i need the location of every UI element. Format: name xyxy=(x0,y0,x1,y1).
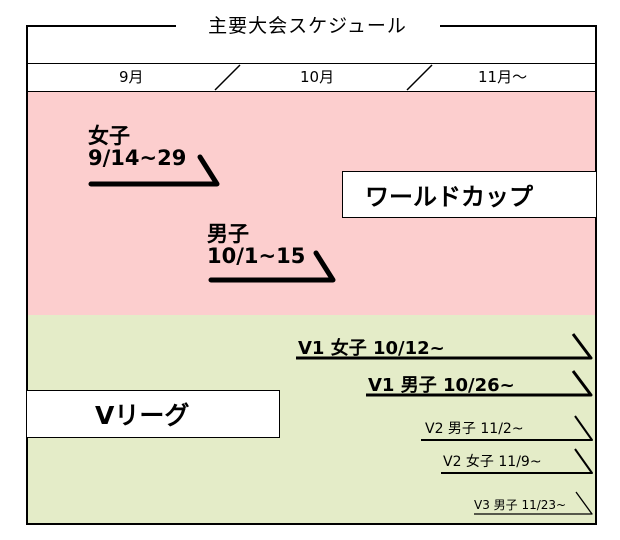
month-oct: 10月 xyxy=(300,68,335,86)
v-league-label-text: Vリーグ xyxy=(95,401,190,430)
month-nov: 11月〜 xyxy=(478,68,528,86)
wc-women-arrow xyxy=(88,154,220,187)
wc-women-name: 女子 xyxy=(88,124,130,148)
month-divider xyxy=(406,64,433,91)
month-divider xyxy=(214,64,241,91)
wc-men-name: 男子 xyxy=(207,222,249,246)
wc-men-event: 男子 10/1~15 xyxy=(207,223,305,267)
v2-women-arrow xyxy=(441,448,593,474)
v-league-label: Vリーグ xyxy=(26,390,280,438)
v1-women-event: V1 女子 10/12~ xyxy=(298,338,445,359)
v2-men-event: V2 男子 11/2~ xyxy=(425,421,524,437)
wc-men-arrow xyxy=(208,250,336,283)
wc-men-dates: 10/1~15 xyxy=(207,244,306,268)
v2-men-arrow xyxy=(421,415,593,441)
v3-men-event: V3 男子 11/23~ xyxy=(474,498,567,512)
schedule-frame xyxy=(26,25,597,525)
month-header: 9月 10月 11月〜 xyxy=(26,63,597,92)
world-cup-label-text: ワールドカップ xyxy=(365,183,533,211)
frame-top-left-rule xyxy=(26,25,176,27)
frame-top-right-rule xyxy=(440,25,597,27)
month-sep: 9月 xyxy=(119,68,144,86)
v1-men-event: V1 男子 10/26~ xyxy=(368,375,515,396)
wc-women-dates: 9/14~29 xyxy=(88,146,187,170)
v2-women-event: V2 女子 11/9~ xyxy=(443,454,542,470)
v1-women-arrow xyxy=(296,333,593,360)
wc-women-event: 女子 9/14~29 xyxy=(88,125,186,169)
v1-men-arrow xyxy=(366,370,593,397)
v3-men-arrow xyxy=(474,491,593,515)
world-cup-label: ワールドカップ xyxy=(342,171,597,218)
schedule-title: 主要大会スケジュール xyxy=(208,15,407,37)
